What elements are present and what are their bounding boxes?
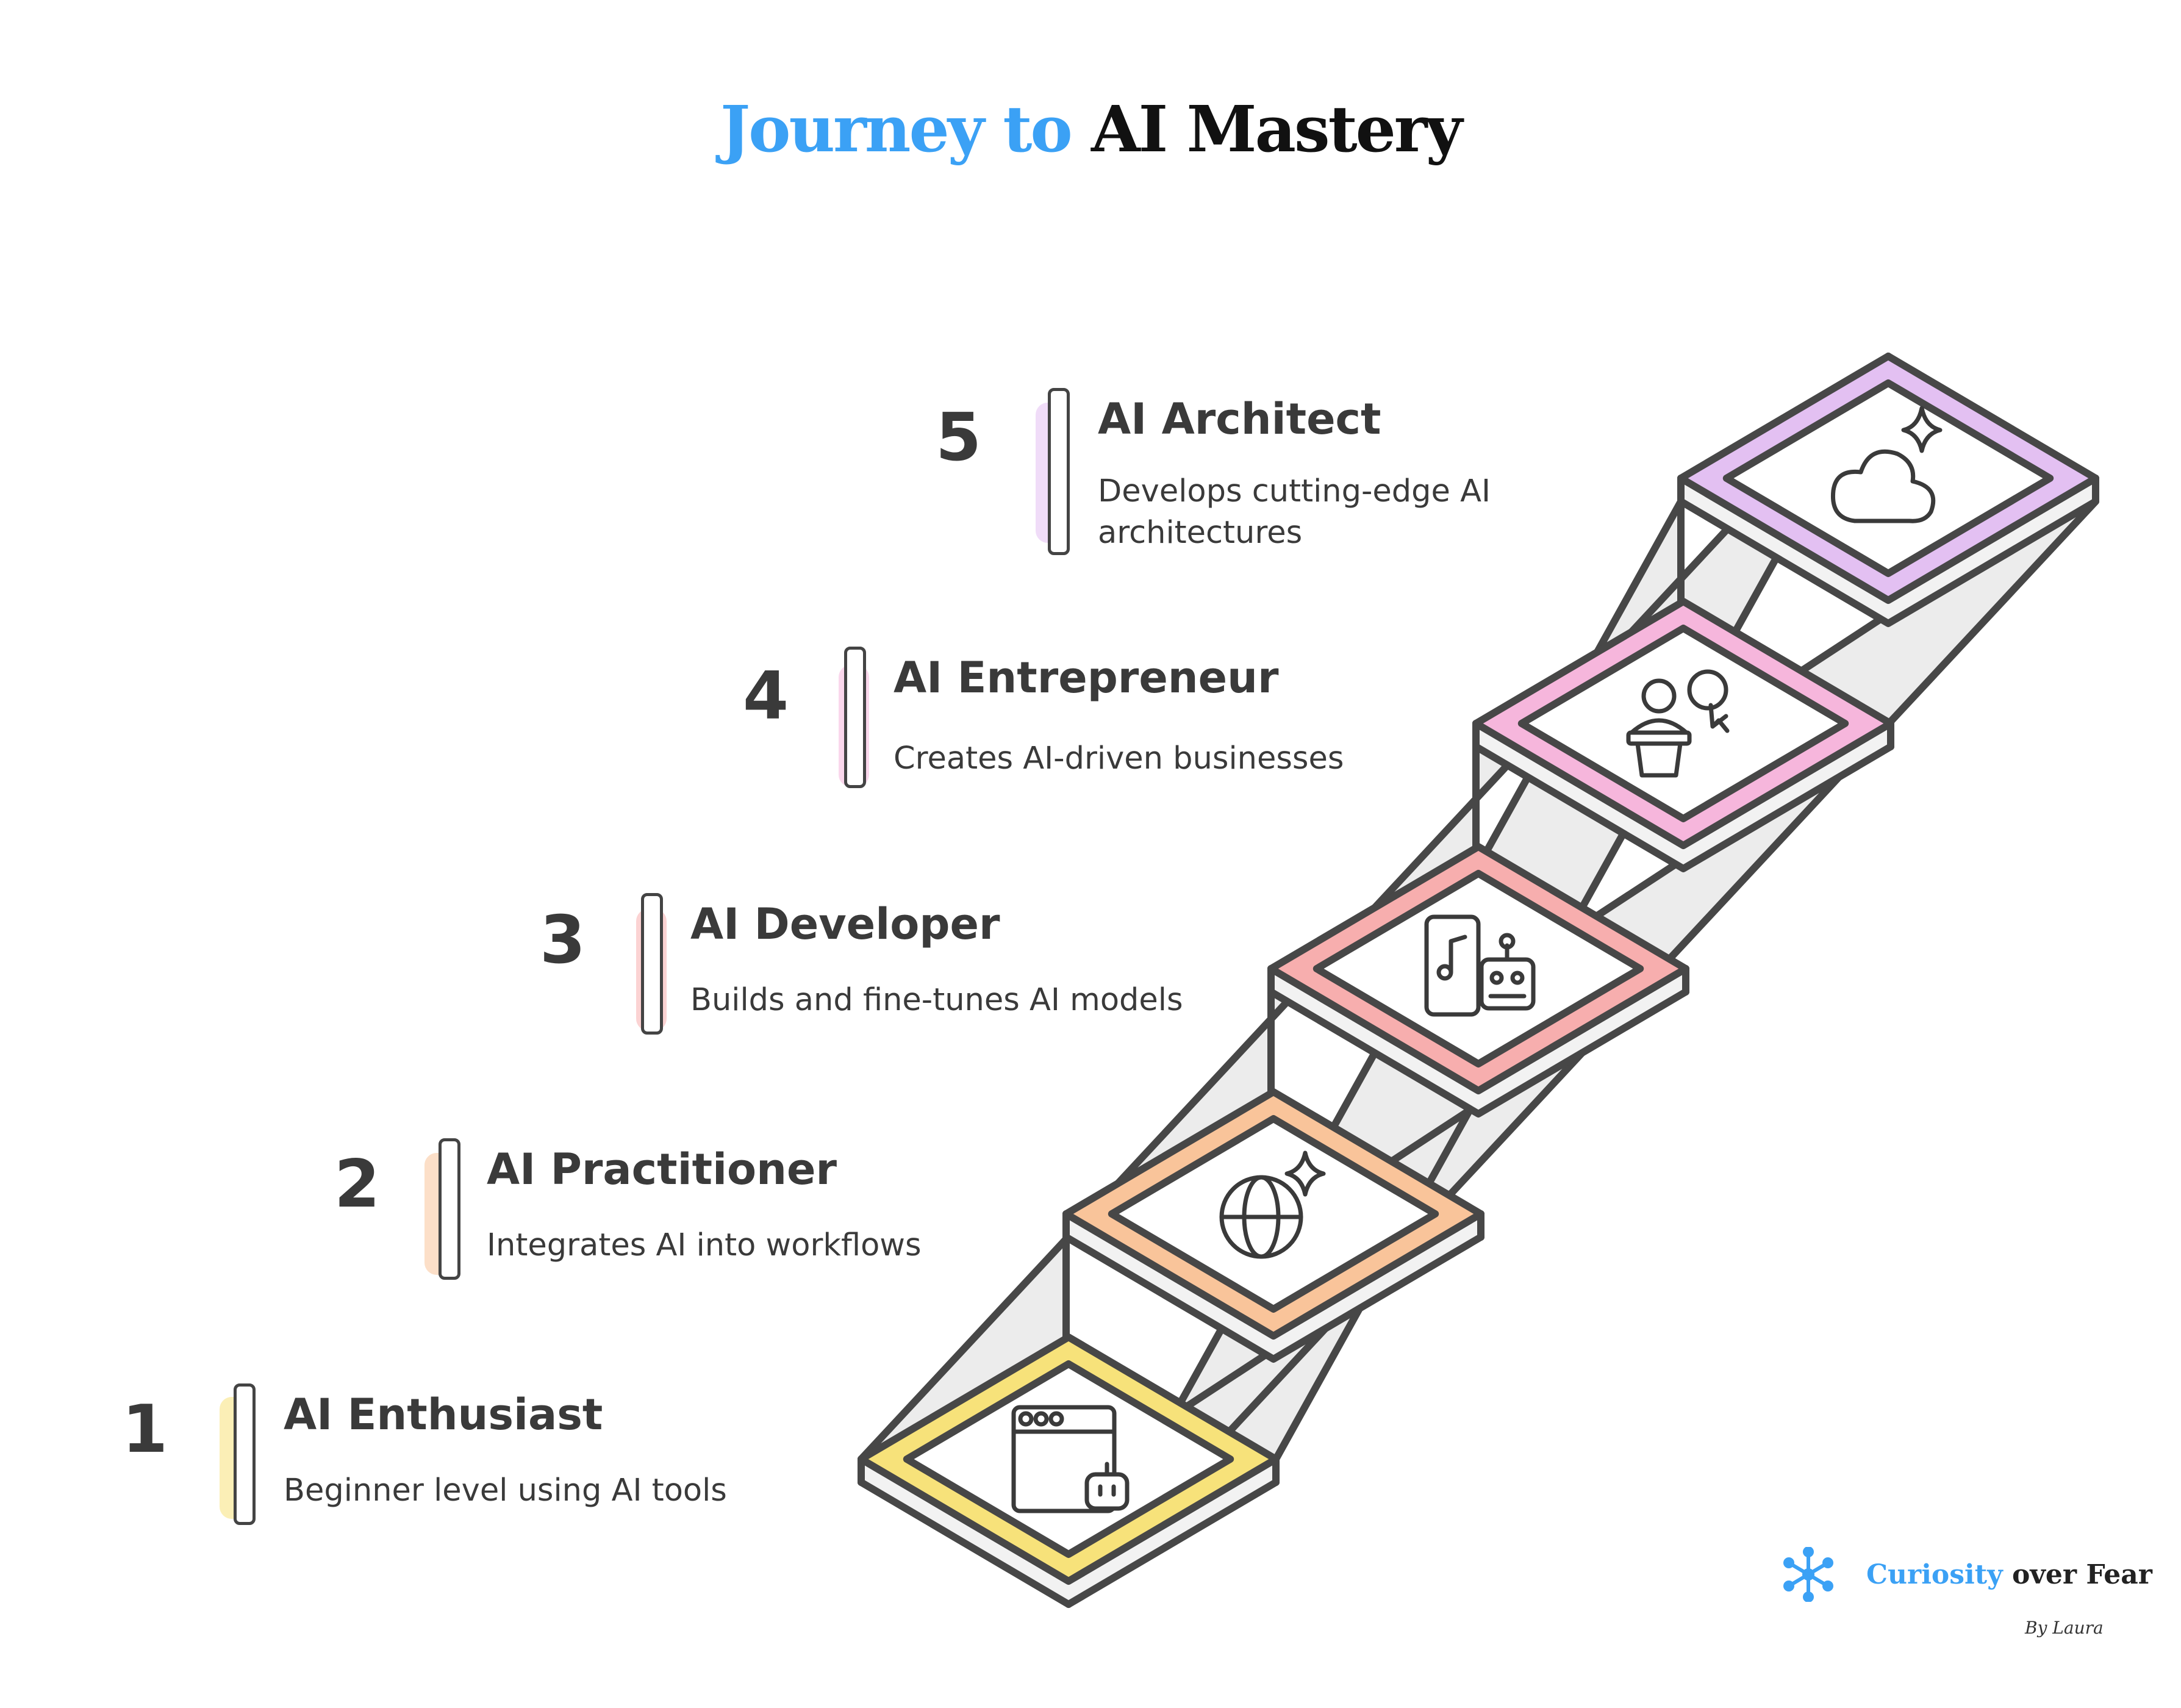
- step-3-description: Builds and fine-tunes AI models: [690, 980, 1183, 1021]
- step-3-bar: [641, 893, 663, 1035]
- step-3-number: 3: [540, 902, 586, 978]
- step-2-description-line-1: Integrates AI into workflows: [487, 1227, 922, 1263]
- step-1-description-line-1: Beginner level using AI tools: [284, 1473, 727, 1509]
- step-2-number: 2: [334, 1146, 381, 1222]
- step-1-description: Beginner level using AI tools: [284, 1470, 727, 1512]
- step-5-title: AI Architect: [1098, 394, 1381, 444]
- step-1-title: AI Enthusiast: [284, 1390, 603, 1440]
- step-5-platform: [1677, 353, 2099, 604]
- step-3-description-line-1: Builds and fine-tunes AI models: [690, 982, 1183, 1018]
- step-4-description: Creates AI-driven businesses: [894, 738, 1344, 780]
- step-5-tile: [1722, 379, 2054, 577]
- page-title: Journey to AI Mastery: [0, 92, 2181, 167]
- title-part-mastery: AI Mastery: [1090, 92, 1463, 167]
- brand-name-part-1: Curiosity: [1866, 1559, 2003, 1590]
- step-1-platform: [858, 1333, 1280, 1585]
- step-4-description-line-1: Creates AI-driven businesses: [894, 741, 1344, 777]
- step-1-number: 1: [122, 1391, 168, 1468]
- step-5-number: 5: [936, 400, 982, 476]
- globe-sparkle-icon: [1219, 1150, 1326, 1259]
- brand-name-part-2: over Fear: [2011, 1559, 2152, 1590]
- step-4-tile: [1517, 625, 1849, 822]
- title-part-journey: Journey to: [720, 92, 1073, 167]
- step-4-bar: [844, 647, 866, 788]
- step-2-tile: [1108, 1115, 1439, 1313]
- cloud-sparkle-icon: [1830, 406, 1943, 523]
- step-1-tile: [903, 1360, 1234, 1558]
- step-5-description-line-1: Develops cutting-edge AI: [1098, 473, 1491, 509]
- step-2-bar: [439, 1138, 460, 1280]
- step-3-platform: [1267, 843, 1689, 1094]
- step-2-title: AI Practitioner: [487, 1144, 837, 1194]
- phone-robot-icon: [1424, 914, 1536, 1017]
- step-2-platform: [1062, 1088, 1484, 1340]
- step-4-number: 4: [743, 658, 789, 734]
- presenter-brain-icon: [1626, 669, 1730, 778]
- browser-robot-icon: [1011, 1405, 1130, 1513]
- snowflake-icon: [1783, 1547, 1833, 1602]
- step-3-title: AI Developer: [690, 899, 1000, 949]
- step-1-bar: [234, 1383, 256, 1525]
- brand-byline: By Laura: [2025, 1618, 2104, 1638]
- step-5-bar: [1048, 388, 1070, 555]
- step-2-description: Integrates AI into workflows: [487, 1225, 922, 1266]
- step-5-description-line-2: architectures: [1098, 515, 1303, 551]
- step-5-description: Develops cutting-edge AI architectures: [1098, 471, 1491, 554]
- step-4-platform: [1472, 598, 1894, 849]
- brand-name: Curiosity over Fear: [1866, 1559, 2152, 1590]
- step-4-title: AI Entrepreneur: [894, 653, 1279, 703]
